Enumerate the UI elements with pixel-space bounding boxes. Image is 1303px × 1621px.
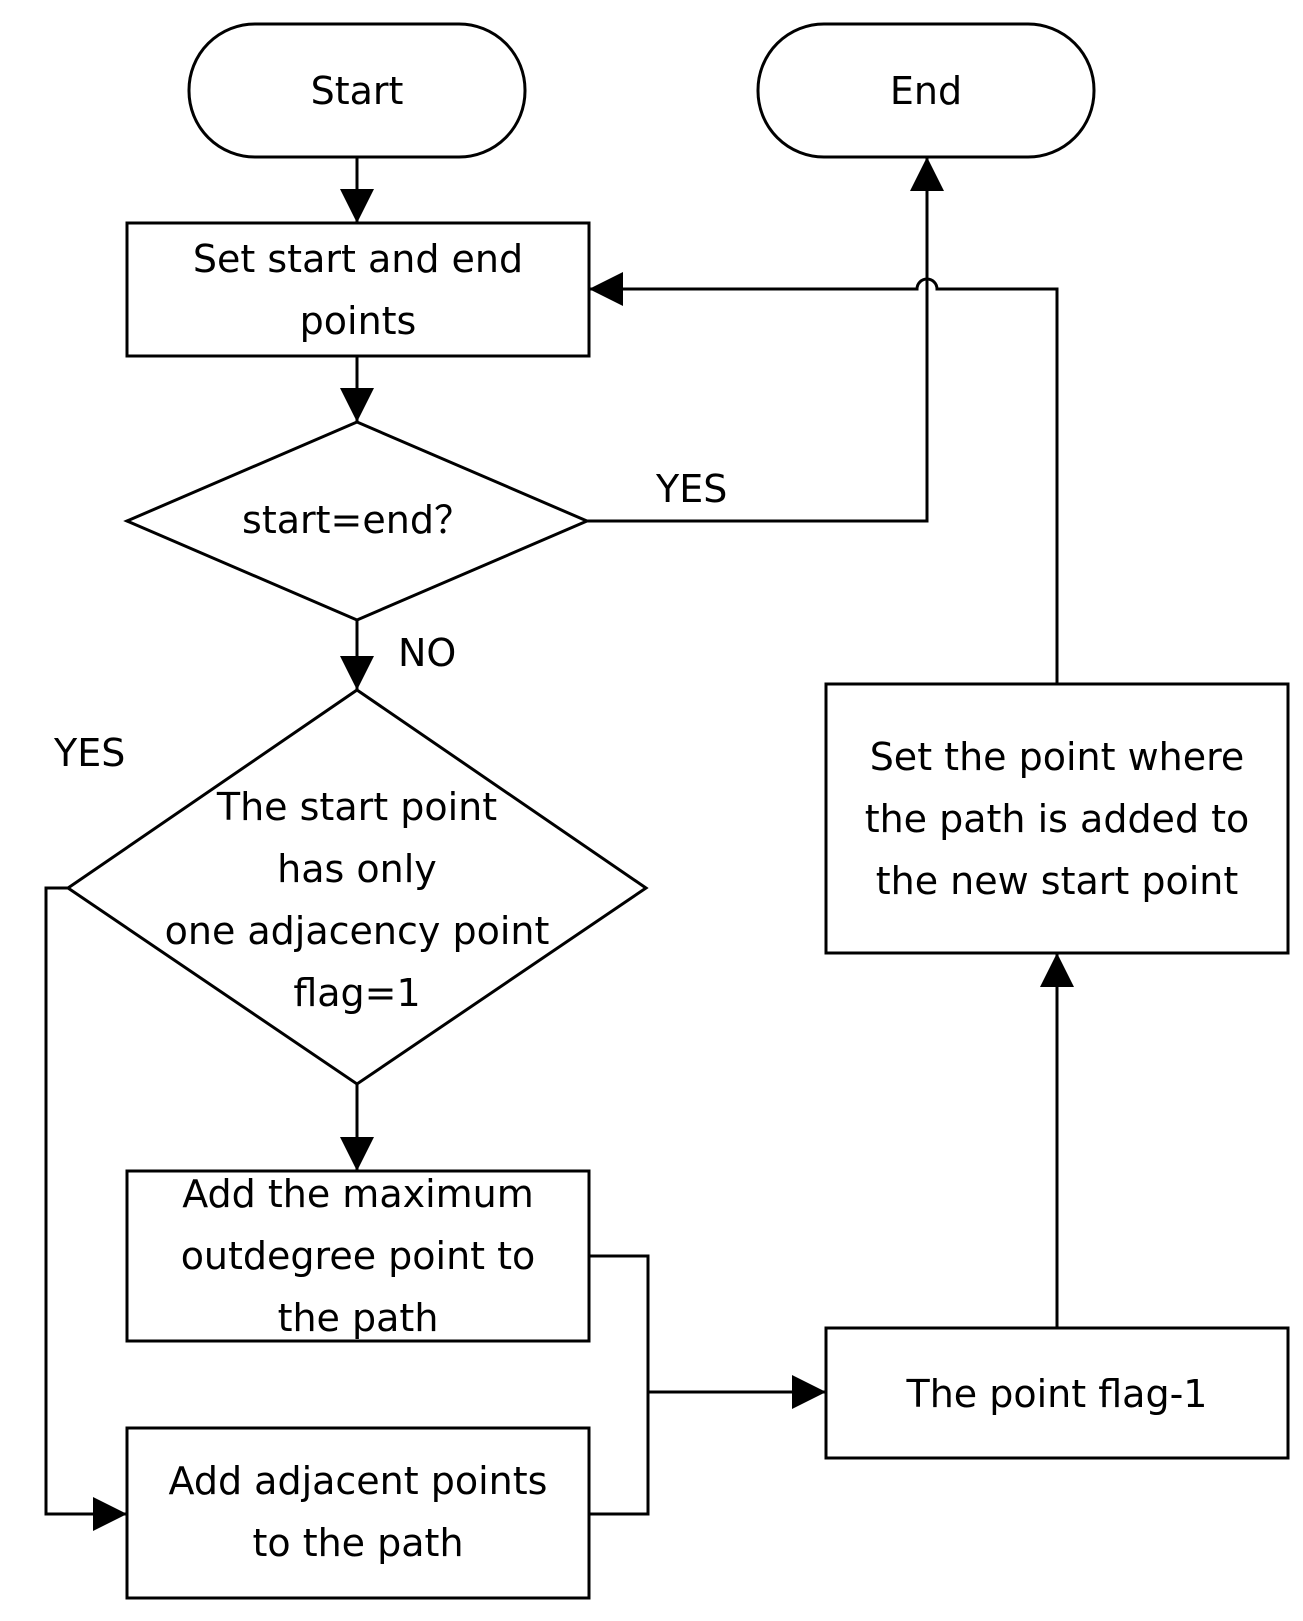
line-add-max-to-merge xyxy=(589,1254,650,1516)
set-new-start-label: Set the point where the path is added to… xyxy=(864,735,1250,903)
add-max-outdegree-label: Add the maximum outdegree point to the p… xyxy=(180,1172,536,1340)
arrow-adjacency-yes-to-add-adjacent xyxy=(44,886,127,1531)
add-adjacent-label: Add adjacent points to the path xyxy=(168,1459,548,1565)
edge-label-no: NO xyxy=(398,631,457,675)
start-label: Start xyxy=(310,69,404,113)
adjacency-decision-label: The start point has only one adjacency p… xyxy=(164,785,550,1015)
arrow-decision-yes-to-end xyxy=(587,157,944,523)
set-points-label: Set start and end points xyxy=(192,237,524,343)
arrow-new-start-to-set xyxy=(589,272,1059,684)
flag-minus-label: The point flag-1 xyxy=(906,1372,1208,1416)
edge-label-yes-left: YES xyxy=(54,731,126,775)
start-end-decision-label: start=end？ xyxy=(242,498,472,542)
end-label: End xyxy=(889,69,963,113)
edge-label-yes-top: YES xyxy=(656,467,728,511)
